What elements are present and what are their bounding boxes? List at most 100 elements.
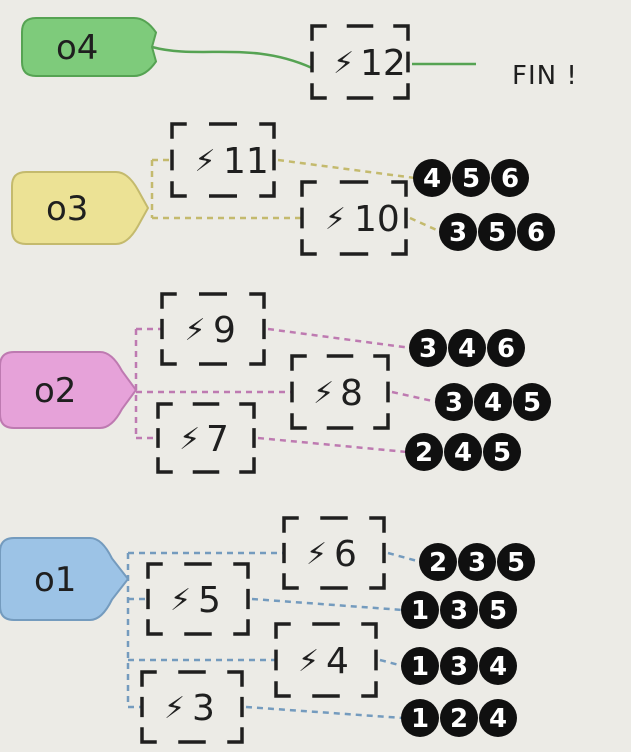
- action-box-3: [140, 670, 244, 744]
- requirement-connector: [391, 390, 438, 404]
- requirement-ball: 3: [458, 543, 496, 581]
- action-box-number: 11: [223, 141, 269, 182]
- requirement-connector: [277, 158, 416, 180]
- requirement-ball: 6: [487, 329, 525, 367]
- requirement-ball: 3: [435, 383, 473, 421]
- requirement-number: 5: [523, 388, 541, 418]
- requirement-number: 4: [484, 388, 502, 418]
- action-box-number: 7: [206, 419, 229, 460]
- action-box-number: 8: [340, 373, 363, 414]
- requirement-ball: 3: [440, 647, 478, 685]
- action-box-number: 5: [198, 580, 221, 621]
- requirement-number: 6: [527, 218, 545, 248]
- requirement-ball: 5: [483, 433, 521, 471]
- lightning-bolt-icon: ⚡: [313, 376, 334, 411]
- requirement-connector: [267, 327, 412, 350]
- lightning-bolt-icon: ⚡: [164, 691, 185, 726]
- requirement-ball: 5: [478, 213, 516, 251]
- requirement-connector: [251, 597, 404, 612]
- requirement-number: 3: [419, 334, 437, 364]
- action-box-number: 10: [354, 199, 400, 240]
- requirement-number: 3: [445, 388, 463, 418]
- requirement-number: 1: [411, 596, 429, 626]
- lightning-bolt-icon: ⚡: [325, 202, 346, 237]
- requirement-ball: 3: [409, 329, 447, 367]
- level-tag-label: o3: [46, 189, 88, 229]
- action-box-number: 6: [334, 534, 357, 575]
- requirement-number: 4: [489, 652, 507, 682]
- requirement-ball: 1: [401, 647, 439, 685]
- requirement-number: 5: [488, 218, 506, 248]
- action-box-11: [170, 122, 276, 198]
- action-box-number: 12: [360, 43, 406, 84]
- requirement-ball: 5: [452, 159, 490, 197]
- requirement-number: 3: [468, 548, 486, 578]
- requirement-ball: 1: [401, 699, 439, 737]
- requirement-ball: 2: [405, 433, 443, 471]
- level-tag-o1: [0, 537, 130, 621]
- action-box-10: [300, 180, 408, 256]
- requirement-ball: 4: [448, 329, 486, 367]
- requirement-ball: 4: [479, 699, 517, 737]
- requirement-ball: 3: [440, 591, 478, 629]
- requirement-connector: [379, 658, 404, 668]
- requirement-ball: 3: [439, 213, 477, 251]
- requirement-connector: [387, 551, 422, 564]
- requirement-ball: 5: [513, 383, 551, 421]
- action-box-7: [156, 402, 256, 474]
- requirement-number: 6: [497, 334, 515, 364]
- requirement-ball: 1: [401, 591, 439, 629]
- action-box-number: 4: [326, 641, 349, 682]
- action-box-number: 9: [213, 310, 236, 351]
- requirement-number: 1: [411, 652, 429, 682]
- action-box-6: [282, 516, 386, 590]
- requirement-connector: [257, 436, 408, 454]
- requirement-ball: 4: [413, 159, 451, 197]
- requirement-number: 5: [462, 164, 480, 194]
- requirement-connector: [409, 216, 442, 234]
- action-box-8: [290, 354, 390, 430]
- requirement-connector: [245, 705, 404, 720]
- requirement-ball: 4: [474, 383, 512, 421]
- action-box-4: [274, 622, 378, 698]
- action-box-5: [146, 562, 250, 636]
- level-tag-o4: [21, 17, 158, 77]
- requirement-number: 5: [489, 596, 507, 626]
- requirement-number: 3: [450, 596, 468, 626]
- requirement-ball: 2: [419, 543, 457, 581]
- requirement-number: 4: [454, 438, 472, 468]
- requirement-number: 2: [415, 438, 433, 468]
- lightning-bolt-icon: ⚡: [194, 144, 215, 179]
- level-tag-o3: [11, 171, 150, 245]
- requirement-number: 4: [423, 164, 441, 194]
- connector-line: [151, 45, 313, 70]
- requirement-number: 6: [501, 164, 519, 194]
- requirement-ball: 4: [479, 647, 517, 685]
- requirement-number: 3: [450, 652, 468, 682]
- action-box-12: [310, 24, 410, 100]
- requirement-ball: 5: [497, 543, 535, 581]
- requirement-number: 5: [507, 548, 525, 578]
- requirement-number: 4: [489, 704, 507, 734]
- requirement-number: 2: [429, 548, 447, 578]
- requirement-ball: 5: [479, 591, 517, 629]
- requirement-ball: 6: [491, 159, 529, 197]
- lightning-bolt-icon: ⚡: [298, 644, 319, 679]
- level-tag-label: o1: [34, 560, 76, 600]
- requirement-number: 1: [411, 704, 429, 734]
- lightning-bolt-icon: ⚡: [170, 583, 191, 618]
- requirement-number: 5: [493, 438, 511, 468]
- requirement-ball: 2: [440, 699, 478, 737]
- lightning-bolt-icon: ⚡: [184, 313, 205, 348]
- finish-label: FIN !: [512, 61, 578, 91]
- level-tag-label: o4: [56, 28, 98, 68]
- requirement-ball: 6: [517, 213, 555, 251]
- lightning-bolt-icon: ⚡: [179, 422, 200, 457]
- requirement-number: 3: [449, 218, 467, 248]
- level-tag-label: o2: [34, 371, 76, 411]
